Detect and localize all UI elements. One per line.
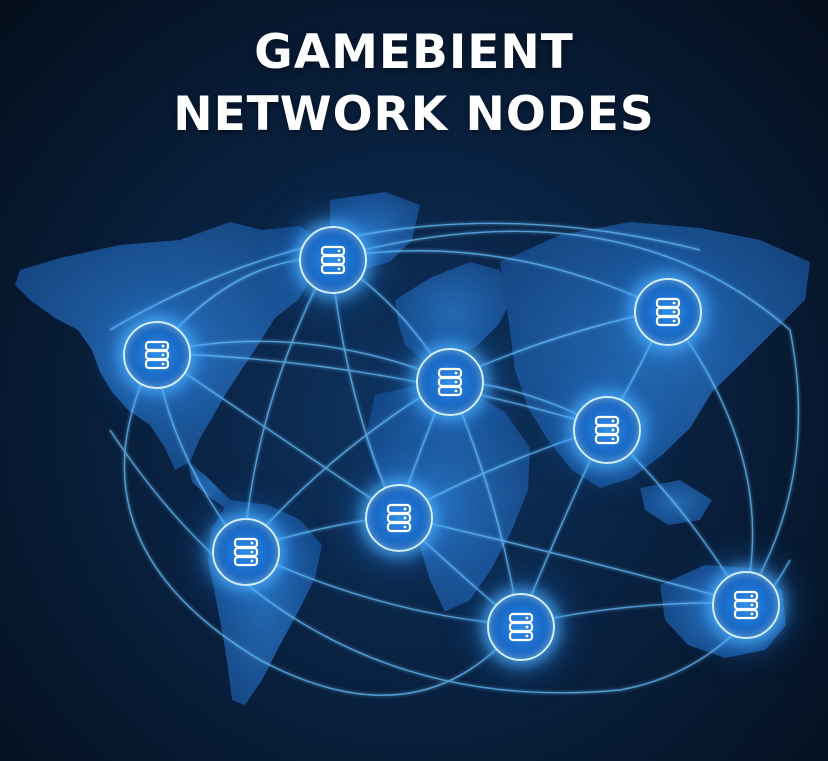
page-title: GAMEBIENT NETWORK NODES xyxy=(0,22,828,146)
network-node-asia-south[interactable] xyxy=(573,396,641,464)
server-database-icon xyxy=(144,340,170,370)
link-na-west-asia-south xyxy=(154,352,606,429)
continent-africa xyxy=(365,385,530,612)
server-database-icon xyxy=(508,612,534,642)
server-database-icon xyxy=(733,590,759,620)
continent-central-america xyxy=(188,462,232,508)
network-node-south-america[interactable] xyxy=(212,518,280,586)
network-node-australia[interactable] xyxy=(712,571,780,639)
continent-southeast-asia xyxy=(640,480,712,525)
continents xyxy=(15,192,810,705)
server-database-icon xyxy=(233,537,259,567)
network-node-europe[interactable] xyxy=(416,348,484,416)
server-database-icon xyxy=(594,415,620,445)
link-outer-arc-north xyxy=(109,222,701,331)
continent-europe xyxy=(395,262,512,362)
server-database-icon xyxy=(437,367,463,397)
link-outer-arc-west xyxy=(123,352,520,696)
network-node-north-america-west[interactable] xyxy=(123,321,191,389)
network-node-asia-north[interactable] xyxy=(634,278,702,346)
link-na-west-europe xyxy=(154,340,449,381)
network-node-north-america-north[interactable] xyxy=(299,226,367,294)
link-outer-arc-east xyxy=(330,230,800,604)
network-node-africa[interactable] xyxy=(365,484,433,552)
title-line-2: NETWORK NODES xyxy=(173,87,655,142)
link-africa-australia xyxy=(396,515,745,604)
server-database-icon xyxy=(320,245,346,275)
link-na-north-south-america xyxy=(243,257,332,551)
link-asia-north-australia xyxy=(665,309,754,604)
link-south-america-indian-ocean xyxy=(243,549,520,626)
network-node-indian-ocean[interactable] xyxy=(487,593,555,661)
link-na-north-asia-north xyxy=(330,250,667,311)
server-database-icon xyxy=(655,297,681,327)
title-line-1: GAMEBIENT xyxy=(254,25,574,80)
server-database-icon xyxy=(386,503,412,533)
